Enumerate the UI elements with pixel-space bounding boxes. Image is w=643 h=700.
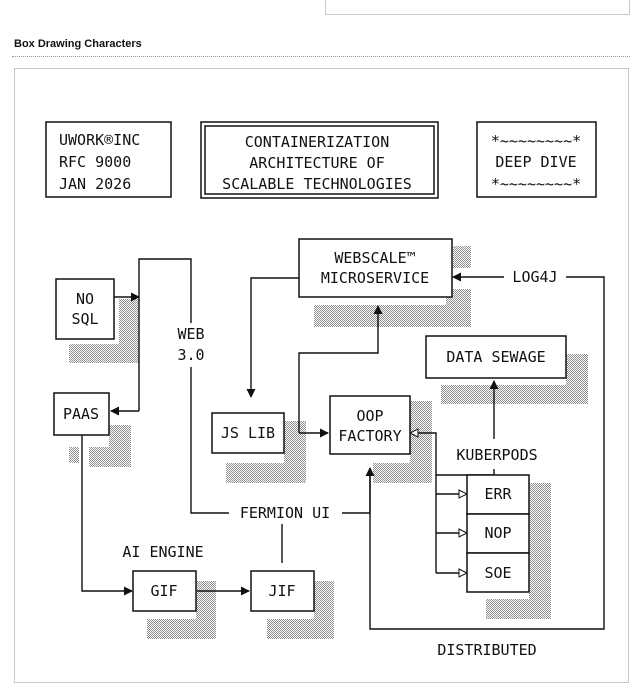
header-right-box: *~~~~~~~~* DEEP DIVE *~~~~~~~~* (476, 121, 597, 198)
label-fermion-ui: FERMION UI (240, 504, 330, 522)
gif-label: GIF (150, 582, 177, 600)
header-center-line-1: CONTAINERIZATION (245, 133, 390, 151)
node-oop-factory: OOP FACTORY (329, 395, 411, 455)
node-webscale-microservice: WEBSCALE™ MICROSERVICE (298, 238, 453, 298)
node-jif: JIF (250, 570, 315, 612)
node-nop: NOP (466, 513, 530, 554)
label-distributed: DISTRIBUTED (437, 641, 536, 659)
label-web30-line-2: 3.0 (177, 346, 204, 364)
node-err: ERR (466, 474, 530, 515)
node-no-sql: NO SQL (55, 278, 115, 340)
dotted-divider (12, 56, 630, 57)
node-data-sewage: DATA SEWAGE (425, 335, 567, 379)
nop-label: NOP (484, 524, 511, 542)
soe-label: SOE (484, 564, 511, 582)
section-heading: Box Drawing Characters (14, 38, 142, 50)
node-soe: SOE (466, 552, 530, 593)
top-content-box (325, 0, 630, 15)
oop-line-1: OOP (356, 407, 383, 425)
nosql-line-1: NO (76, 290, 94, 308)
node-js-lib: JS LIB (211, 412, 285, 454)
header-center-line-2: ARCHITECTURE OF (249, 154, 384, 172)
jslib-label: JS LIB (221, 424, 275, 442)
header-center-line-3: SCALABLE TECHNOLOGIES (222, 175, 412, 193)
header-left-line-1: UWORK®INC (59, 131, 140, 149)
nosql-line-2: SQL (71, 310, 98, 328)
header-left-box: UWORK®INC RFC 9000 JAN 2026 (45, 121, 172, 198)
err-label: ERR (484, 485, 512, 503)
node-paas: PAAS (53, 392, 110, 436)
label-ai-engine: AI ENGINE (122, 543, 203, 561)
node-gif: GIF (132, 570, 197, 612)
label-web30-line-1: WEB (177, 325, 204, 343)
webscale-line-2: MICROSERVICE (321, 269, 429, 287)
label-kuberpods: KUBERPODS (456, 446, 537, 464)
header-right-line-3: *~~~~~~~~* (491, 175, 581, 193)
diagram-frame: UWORK®INC RFC 9000 JAN 2026 CONTAINERIZA… (14, 68, 629, 683)
paas-label: PAAS (63, 405, 99, 423)
jif-label: JIF (268, 582, 295, 600)
connectors (81, 258, 605, 630)
oop-line-2: FACTORY (338, 427, 401, 445)
architecture-diagram: UWORK®INC RFC 9000 JAN 2026 CONTAINERIZA… (45, 121, 605, 659)
header-right-line-1: *~~~~~~~~* (491, 132, 581, 150)
diagram-labels: LOG4J WEB 3.0 KUBERPODS FERMION UI AI EN… (122, 268, 558, 659)
header-right-line-2: DEEP DIVE (495, 153, 576, 171)
label-log4j: LOG4J (512, 268, 557, 286)
header-left-line-2: RFC 9000 (59, 153, 131, 171)
stipple-shadows (69, 246, 588, 639)
datasewage-label: DATA SEWAGE (446, 348, 545, 366)
webscale-line-1: WEBSCALE™ (334, 249, 415, 267)
header-left-line-3: JAN 2026 (59, 175, 131, 193)
header-center-box: CONTAINERIZATION ARCHITECTURE OF SCALABL… (200, 121, 439, 199)
